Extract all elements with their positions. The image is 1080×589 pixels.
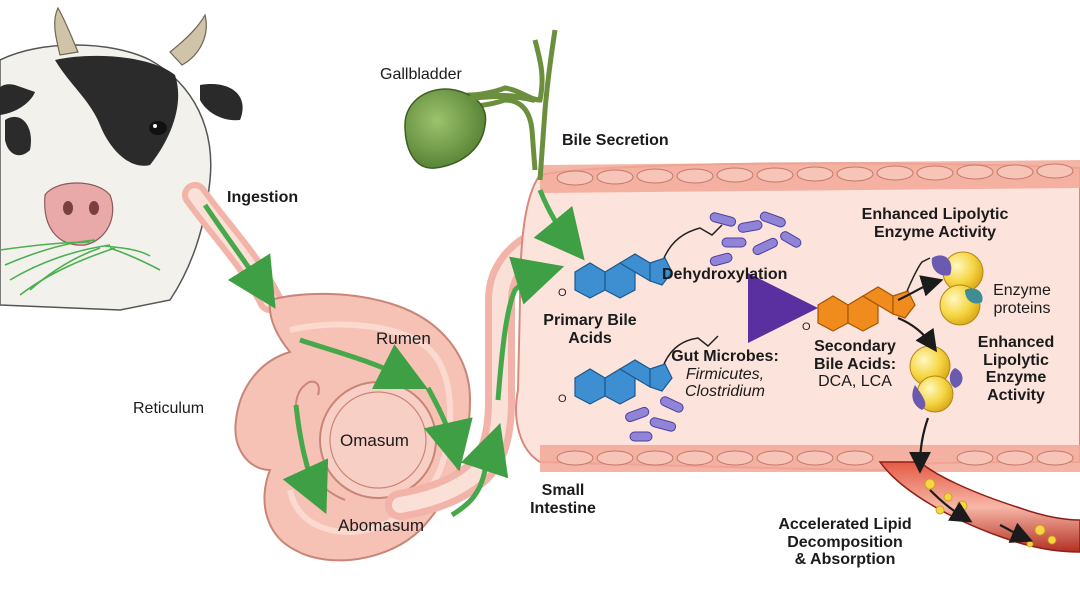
rumen-label: Rumen [376,329,431,348]
dehydroxylation-label: Dehydroxylation [662,266,788,283]
secondary-bile-acids-label: Secondary Bile Acids: DCA, LCA [800,338,910,391]
small-intestine-label-line2: Intestine [530,499,596,517]
omasum-label: Omasum [340,431,409,450]
ingestion-label: Ingestion [227,189,299,206]
reticulum-label: Reticulum [133,400,205,417]
secondary-bile-acids-label-line3: DCA, LCA [818,373,892,391]
enhanced-lipolytic-right-label: Enhanced Lipolytic Enzyme Activity [966,334,1066,404]
gut-microbes-label-line2: Firmicutes, [685,365,765,383]
enhanced-lipolytic-right-label-line4: Activity [987,386,1045,404]
accelerated-lipid-label: Accelerated Lipid Decomposition & Absorp… [745,516,945,569]
enzyme-proteins-top [931,251,984,326]
abomasum-label: Abomasum [338,516,424,535]
gut-microbes-cluster-bottom [625,396,684,442]
primary-bile-acids-label-line1: Primary Bile [543,312,637,329]
bile-secretion-label: Bile Secretion [562,132,669,149]
enzyme-proteins-bottom [909,345,963,413]
gut-microbes-cluster-top [709,211,802,267]
accelerated-lipid-label-line1: Accelerated Lipid [778,516,912,533]
gallbladder-illustration [404,29,558,181]
primary-bile-acid-molecule-bottom: O [558,335,719,405]
enhanced-lipolytic-top-label-line2: Enzyme Activity [873,223,997,241]
enhanced-lipolytic-right-label-line1: Enhanced [977,334,1055,351]
primary-bile-acids-label-line2: Acids [568,329,612,347]
small-intestine-label: Small Intestine [528,482,598,517]
primary-bile-acids-label: Primary Bile Acids [530,312,650,347]
gut-microbes-label: Gut Microbes: Firmicutes, Clostridium [655,348,795,401]
enhanced-lipolytic-top-label: Enhanced Lipolytic Enzyme Activity [845,206,1025,241]
svg-text:O: O [558,393,567,405]
digestive-flow-arrows [202,189,585,518]
enzyme-proteins-label-line2: proteins [993,299,1051,317]
small-intestine-label-line1: Small [541,482,585,499]
process-arrows [897,275,1034,543]
gut-microbes-label-line1: Gut Microbes: [671,348,779,365]
enhanced-lipolytic-top-label-line1: Enhanced Lipolytic [861,206,1009,223]
gallbladder-label: Gallbladder [380,66,462,83]
enzyme-proteins-label-line1: Enzyme [993,282,1051,299]
cow-head-illustration [0,6,243,311]
enzyme-proteins-label: Enzyme proteins [982,282,1062,317]
gut-microbes-label-line3: Clostridium [684,383,765,401]
secondary-bile-acids-label-line2: Bile Acids: [813,355,897,373]
secondary-bile-acids-label-line1: Secondary [814,338,896,355]
primary-bile-acid-molecule-top: O [558,224,723,299]
stomach-complex [234,225,560,562]
accelerated-lipid-label-line2: Decomposition [787,533,903,551]
svg-text:O: O [802,321,811,333]
enhanced-lipolytic-right-label-line2: Lipolytic [983,351,1049,369]
secondary-bile-acid-molecule: O [802,257,931,333]
svg-text:O: O [558,287,567,299]
accelerated-lipid-label-line3: & Absorption [794,551,896,569]
enhanced-lipolytic-right-label-line3: Enzyme [985,369,1047,387]
